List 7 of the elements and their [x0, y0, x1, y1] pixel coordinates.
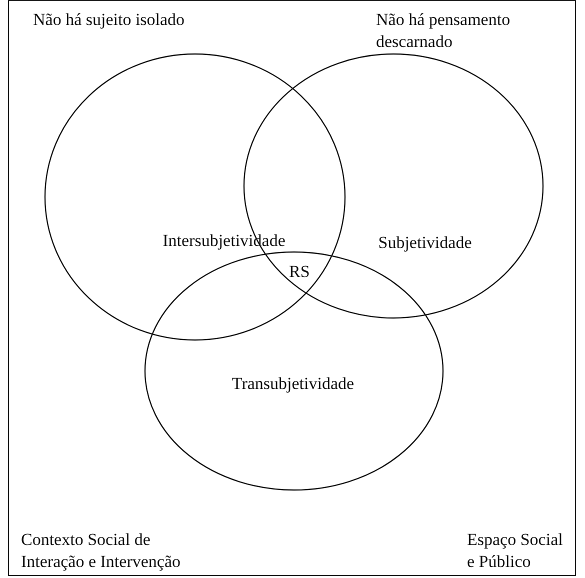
intersection-label: RS	[289, 261, 311, 283]
set-label: Subjetividade	[378, 233, 472, 253]
set-label: Transubjetividade	[232, 374, 354, 394]
annotation-text: Não há sujeito isolado	[33, 9, 186, 31]
annotation-text: Não há pensamento descarnado	[376, 9, 512, 53]
annotation-text: Contexto Social de Interação e Intervenção	[21, 529, 182, 573]
annotation-text: Espaço Social e Público	[467, 529, 564, 573]
